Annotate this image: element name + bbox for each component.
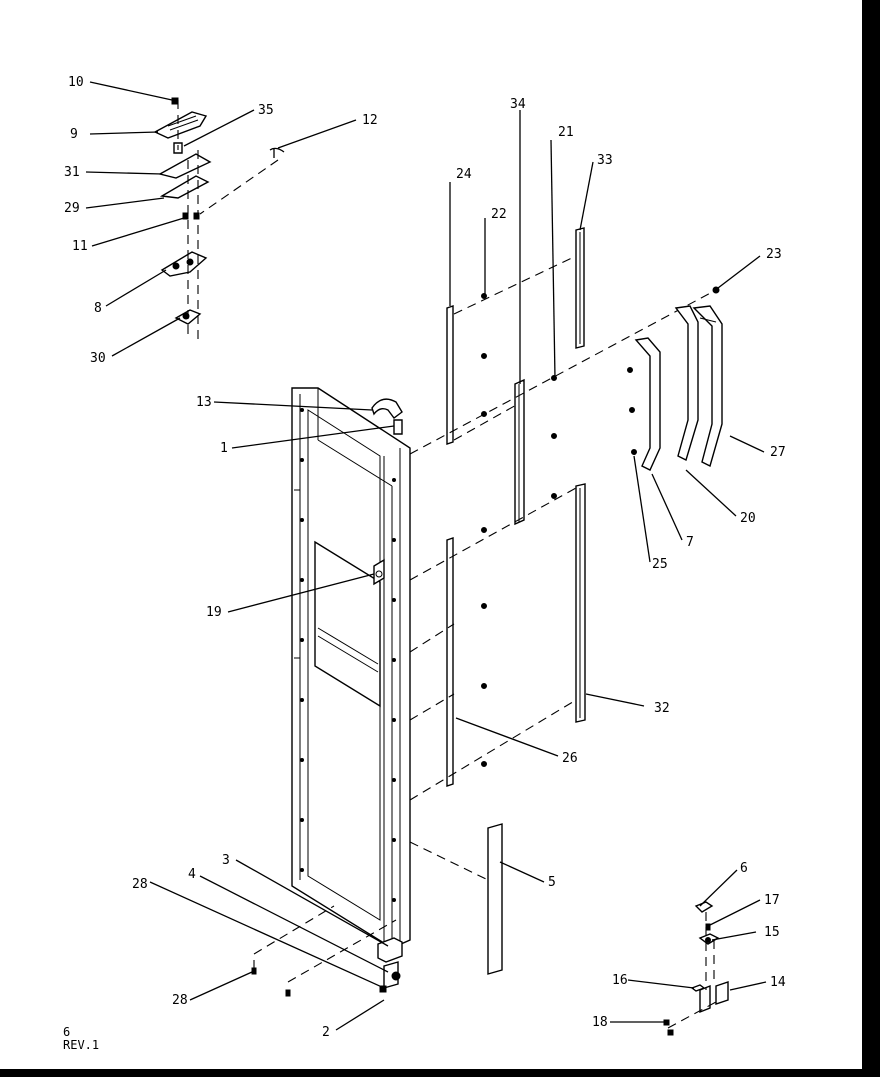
label-part-20: 20 <box>740 511 756 526</box>
footer-revision: REV.1 <box>63 1038 100 1052</box>
strip-screws <box>481 293 637 767</box>
label-part-29: 29 <box>64 201 80 216</box>
frame-rivets <box>300 408 396 902</box>
part-28-screw <box>251 967 291 997</box>
label-part-25: 25 <box>652 557 668 572</box>
part-labels: 10 9 35 12 31 29 11 8 30 13 1 19 34 21 3… <box>64 75 786 1040</box>
label-part-17: 17 <box>764 893 780 908</box>
label-part-14: 14 <box>770 975 786 990</box>
door-panel <box>251 387 411 997</box>
label-part-15: 15 <box>764 925 780 940</box>
part-26-lower-strip <box>446 537 454 787</box>
top-hinge-assembly <box>153 97 285 340</box>
label-part-31: 31 <box>64 165 80 180</box>
label-part-23: 23 <box>766 247 782 262</box>
part-9-hinge-cover <box>153 111 208 139</box>
label-part-18: 18 <box>592 1015 608 1030</box>
bottom-hinge-assembly <box>663 901 729 1036</box>
part-7-handle-bracket <box>634 337 661 471</box>
label-part-24: 24 <box>456 167 472 182</box>
part-11-screw <box>182 212 200 220</box>
leader-lines <box>85 81 767 1031</box>
label-part-22: 22 <box>491 207 507 222</box>
label-part-28-upper: 28 <box>132 877 148 892</box>
label-part-32: 32 <box>654 701 670 716</box>
label-part-33: 33 <box>597 153 613 168</box>
part-31-shim <box>158 153 212 179</box>
label-part-26: 26 <box>562 751 578 766</box>
label-part-5: 5 <box>548 875 556 890</box>
part-dispenser-opening <box>314 540 381 708</box>
part-13-bracket <box>371 398 403 419</box>
label-part-8: 8 <box>94 301 102 316</box>
part-27-handle-cover <box>692 305 723 468</box>
label-part-10: 10 <box>68 75 84 90</box>
exploded-parts-diagram: 10 9 35 12 31 29 11 8 30 13 1 19 34 21 3… <box>64 75 786 1040</box>
part-4-hinge-pin <box>383 961 399 989</box>
label-part-19: 19 <box>206 605 222 620</box>
part-29-shim <box>159 175 210 199</box>
part-12-pin <box>269 147 285 158</box>
label-part-16: 16 <box>612 973 628 988</box>
part-16-washer <box>690 984 706 992</box>
part-24-upper-strip <box>446 305 454 445</box>
label-part-9: 9 <box>70 127 78 142</box>
label-part-6: 6 <box>740 861 748 876</box>
part-14-hinge <box>699 984 711 1014</box>
label-part-21: 21 <box>558 125 574 140</box>
label-part-12: 12 <box>362 113 378 128</box>
label-part-30: 30 <box>90 351 106 366</box>
part-10-screw <box>171 97 179 105</box>
part-8-top-hinge <box>160 251 208 277</box>
label-part-34: 34 <box>510 97 526 112</box>
label-part-7: 7 <box>686 535 694 550</box>
part-20-handle <box>674 305 699 461</box>
handle-assembly <box>634 286 723 471</box>
label-part-27: 27 <box>770 445 786 460</box>
label-part-2: 2 <box>322 1025 330 1040</box>
drawing-sheet: 10 9 35 12 31 29 11 8 30 13 1 19 34 21 3… <box>0 0 862 1069</box>
footer-page-number: 6 <box>63 1025 71 1039</box>
label-part-4: 4 <box>188 867 196 882</box>
label-part-11: 11 <box>72 239 88 254</box>
part-23-screw <box>712 286 720 294</box>
label-part-28-lower: 28 <box>172 993 188 1008</box>
label-part-1: 1 <box>220 441 228 456</box>
part-6-cap <box>694 901 714 913</box>
part-19-switch <box>373 558 385 586</box>
part-5-trim <box>487 823 503 975</box>
part-18-screw <box>663 1019 674 1036</box>
label-part-35: 35 <box>258 103 274 118</box>
trim-strips <box>409 227 717 975</box>
label-part-3: 3 <box>222 853 230 868</box>
label-part-13: 13 <box>196 395 212 410</box>
